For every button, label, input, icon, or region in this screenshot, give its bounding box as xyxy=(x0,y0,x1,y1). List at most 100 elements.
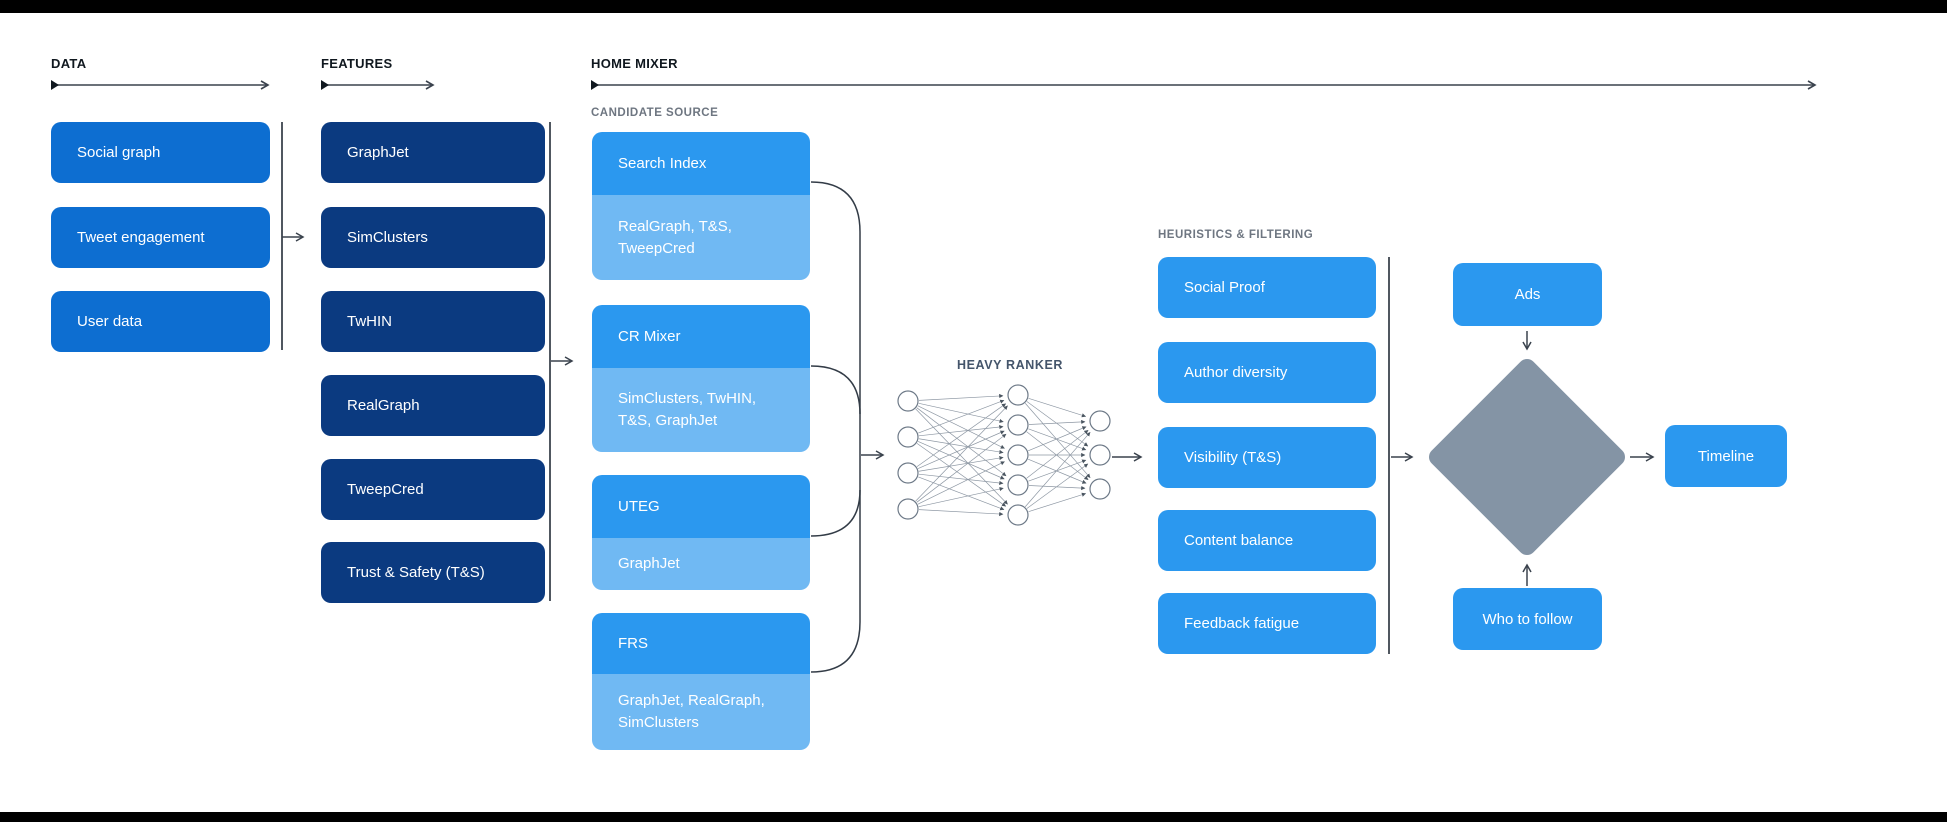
candidate-group-cr-mixer: CR Mixer SimClusters, TwHIN, T&S, GraphJ… xyxy=(592,305,810,452)
feature-box-label: Trust & Safety (T&S) xyxy=(347,564,485,581)
network-edge xyxy=(918,393,1004,401)
network-edge xyxy=(1028,458,1087,484)
network-edge xyxy=(917,430,1005,469)
network-node xyxy=(1007,444,1029,466)
section-label-home-mixer: HOME MIXER xyxy=(591,56,678,71)
who-to-follow-label: Who to follow xyxy=(1482,610,1573,628)
heuristic-box-label: Author diversity xyxy=(1184,364,1288,381)
network-edge xyxy=(916,403,1007,467)
candidate-group-search-index: Search Index RealGraph, T&S, TweepCred xyxy=(592,132,810,280)
heuristic-box-label: Content balance xyxy=(1184,532,1294,549)
data-box-social-graph: Social graph xyxy=(51,122,270,183)
feature-box-label: GraphJet xyxy=(347,144,409,161)
candidate-source-label: CANDIDATE SOURCE xyxy=(591,107,719,119)
feature-box-label: TwHIN xyxy=(347,313,392,330)
top-letterbox-bar xyxy=(0,0,1947,13)
network-edge xyxy=(918,403,1004,424)
who-to-follow-box: Who to follow xyxy=(1453,588,1602,650)
data-box-tweet-engagement: Tweet engagement xyxy=(51,207,270,268)
network-edge xyxy=(1026,429,1089,479)
ads-label: Ads xyxy=(1514,286,1541,303)
candidate-title: UTEG xyxy=(592,475,810,538)
data-box-label: Social graph xyxy=(77,144,161,161)
bottom-letterbox-bar xyxy=(0,812,1947,822)
section-label-features: FEATURES xyxy=(321,56,393,71)
network-edge xyxy=(915,408,1008,505)
network-node xyxy=(1007,414,1029,436)
candidate-sub-sources: GraphJet xyxy=(592,538,810,590)
network-node xyxy=(1089,478,1111,500)
section-ruler-start-ticks xyxy=(51,80,599,90)
flow-arrows xyxy=(282,232,1655,586)
mixing-diamond xyxy=(1429,359,1625,555)
candidate-group-frs: FRS GraphJet, RealGraph, SimClusters xyxy=(592,613,810,750)
candidate-group-uteg: UTEG GraphJet xyxy=(592,475,810,590)
network-node xyxy=(897,390,919,412)
heuristic-box-label: Feedback fatigue xyxy=(1184,615,1300,632)
candidate-title: FRS xyxy=(592,613,810,674)
feature-box-label: RealGraph xyxy=(347,397,420,414)
network-edge xyxy=(918,438,1004,455)
feature-box-graphjet: GraphJet xyxy=(321,122,545,183)
ads-box: Ads xyxy=(1453,263,1602,326)
network-edge xyxy=(918,509,1004,517)
network-edge xyxy=(1028,397,1087,418)
network-edge xyxy=(1026,463,1089,509)
network-edge xyxy=(1028,428,1087,451)
heuristic-box-social-proof: Social Proof xyxy=(1158,257,1376,318)
network-edge xyxy=(918,399,1005,434)
timeline-box: Timeline xyxy=(1665,425,1787,487)
column-separator-lines xyxy=(281,122,1390,654)
feature-box-twhin: TwHIN xyxy=(321,291,545,352)
candidate-sub-sources: GraphJet, RealGraph, SimClusters xyxy=(592,674,810,750)
heavy-ranker-network xyxy=(897,384,1111,526)
network-node xyxy=(1007,474,1029,496)
heavy-ranker-label: HEAVY RANKER xyxy=(956,358,1064,372)
network-node xyxy=(1007,384,1029,406)
network-edge xyxy=(1028,485,1086,491)
network-edge xyxy=(916,407,1007,477)
candidate-title: Search Index xyxy=(592,132,810,195)
data-box-label: User data xyxy=(77,313,143,330)
candidate-title: CR Mixer xyxy=(592,305,810,368)
heuristic-box-content-balance: Content balance xyxy=(1158,510,1376,571)
feature-box-trust-safety: Trust & Safety (T&S) xyxy=(321,542,545,603)
network-edge xyxy=(918,476,1005,511)
network-node xyxy=(1089,444,1111,466)
timeline-label: Timeline xyxy=(1697,447,1755,465)
heuristic-box-feedback-fatigue: Feedback fatigue xyxy=(1158,593,1376,654)
heuristics-label: HEURISTICS & FILTERING xyxy=(1158,229,1314,241)
network-edge xyxy=(1024,432,1091,507)
heuristic-box-label: Visibility (T&S) xyxy=(1184,449,1282,466)
network-edge xyxy=(1028,459,1087,482)
data-box-label: Tweet engagement xyxy=(77,229,205,246)
feature-box-label: TweepCred xyxy=(347,481,424,498)
network-edge xyxy=(918,455,1004,472)
heuristic-box-author-diversity: Author diversity xyxy=(1158,342,1376,403)
network-node xyxy=(897,426,919,448)
feature-box-realgraph: RealGraph xyxy=(321,375,545,436)
network-edge xyxy=(1026,431,1089,481)
data-box-user-data: User data xyxy=(51,291,270,352)
network-edge xyxy=(916,443,1007,507)
candidate-sub-sources: RealGraph, T&S, TweepCred xyxy=(592,195,810,280)
network-edge xyxy=(1028,492,1087,513)
network-edge xyxy=(918,424,1004,437)
network-edge xyxy=(917,441,1005,480)
feature-box-simclusters: SimClusters xyxy=(321,207,545,268)
candidate-sub-sources: SimClusters, TwHIN, T&S, GraphJet xyxy=(592,368,810,452)
section-label-data: DATA xyxy=(51,56,87,71)
network-edge xyxy=(918,486,1004,507)
network-node xyxy=(897,462,919,484)
network-edge xyxy=(1024,403,1091,478)
network-node xyxy=(897,498,919,520)
candidate-merge-curves xyxy=(810,181,861,673)
network-edge xyxy=(918,473,1004,486)
heuristic-box-label: Social Proof xyxy=(1184,279,1265,296)
network-edge xyxy=(916,433,1007,503)
network-edge xyxy=(1028,419,1086,425)
feature-box-tweepcred: TweepCred xyxy=(321,459,545,520)
network-edge xyxy=(917,405,1005,449)
